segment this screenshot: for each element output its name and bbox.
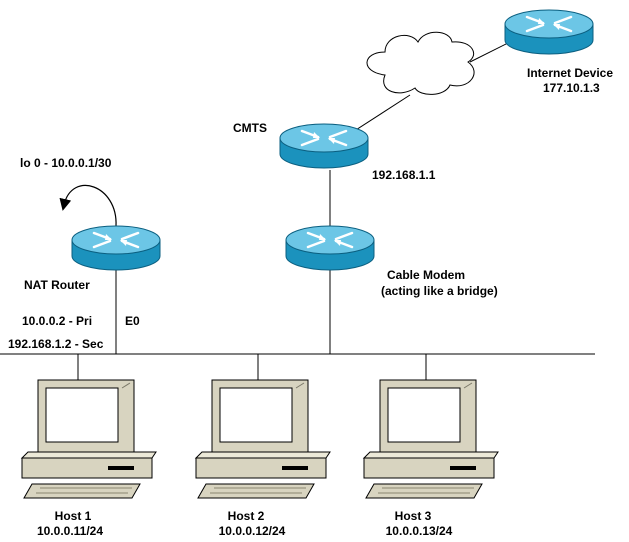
cmts-label: CMTS [233, 121, 267, 135]
internet-device-ip: 177.10.1.3 [543, 81, 600, 95]
internet-device-router-icon [504, 9, 594, 55]
host1-ip: 10.0.0.11/24 [36, 524, 104, 538]
host3-ip: 10.0.0.13/24 [385, 524, 453, 538]
internet-cloud-icon [366, 31, 475, 95]
cable-modem-label: Cable Modem [387, 268, 466, 282]
nat-router-icon [71, 225, 161, 271]
hosts-group [20, 379, 499, 499]
loopback-arrow [59, 184, 117, 227]
cable-modem-note: (acting like a bridge) [381, 284, 498, 298]
cmts-router-icon [279, 123, 369, 169]
cloud-internet-link [469, 41, 511, 63]
nat-router-label: NAT Router [24, 278, 90, 292]
nat-router-loopback: lo 0 - 10.0.0.1/30 [20, 156, 112, 170]
host1-label: Host 1 [54, 509, 92, 523]
nat-router-secondary-ip: 192.168.1.2 - Sec [8, 337, 104, 351]
connection-lines [0, 41, 595, 380]
nat-router-interface: E0 [125, 314, 140, 328]
routers-group [71, 9, 594, 271]
cable-modem-router-icon [285, 225, 375, 271]
internet-device-label: Internet Device [527, 66, 614, 80]
host2-pc-icon [194, 379, 331, 499]
host1-pc-icon [20, 379, 157, 499]
host3-pc-icon [362, 379, 499, 499]
nat-router-primary-ip: 10.0.0.2 - Pri [22, 314, 93, 328]
host2-label: Host 2 [227, 509, 265, 523]
cmts-ip: 192.168.1.1 [372, 168, 436, 182]
host3-label: Host 3 [394, 509, 432, 523]
host2-ip: 10.0.0.12/24 [218, 524, 286, 538]
